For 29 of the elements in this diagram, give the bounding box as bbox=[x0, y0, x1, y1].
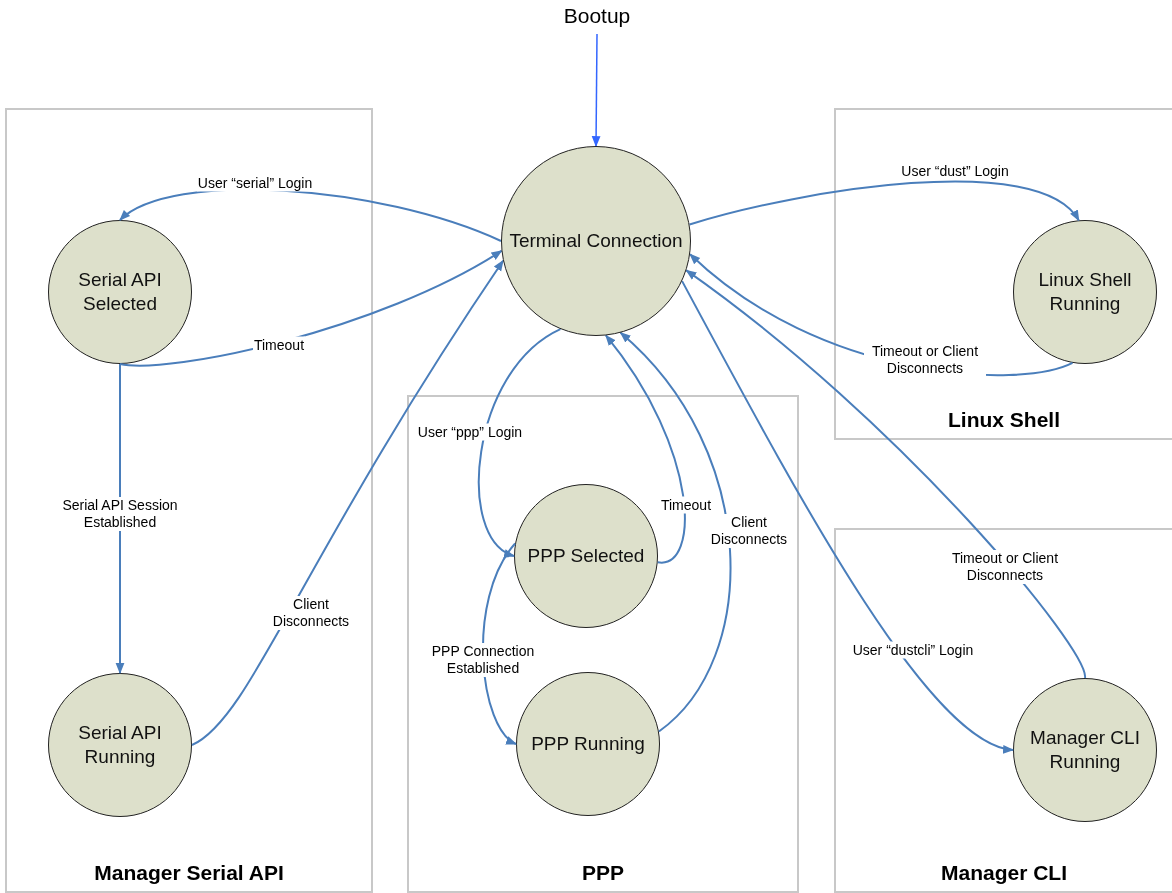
group-title: Manager CLI bbox=[940, 861, 1068, 885]
transition-arrow bbox=[619, 331, 731, 733]
state-label: Terminal Connection bbox=[509, 229, 683, 253]
transition-arrow bbox=[688, 180, 1080, 226]
edge-label: Timeout or Client Disconnects bbox=[864, 343, 986, 377]
group-title: PPP bbox=[581, 861, 625, 885]
state-label: PPP Selected bbox=[527, 544, 645, 568]
state-label: Serial API Selected bbox=[77, 268, 163, 316]
start-label: Bootup bbox=[547, 4, 647, 34]
edge-label: User “ppp” Login bbox=[416, 423, 524, 441]
edge-label: User “dust” Login bbox=[900, 162, 1010, 180]
transition-arrow bbox=[191, 259, 505, 746]
transition-arrow bbox=[119, 249, 503, 367]
transition-arrow bbox=[115, 363, 125, 675]
state-label: PPP Running bbox=[531, 732, 645, 756]
state-label: Linux Shell Running bbox=[1037, 268, 1133, 316]
transition-arrow bbox=[477, 328, 562, 557]
edge-label: User “serial” Login bbox=[196, 174, 314, 192]
edge-label: Client Disconnects bbox=[708, 514, 790, 548]
group-title: Linux Shell bbox=[947, 408, 1061, 432]
group-title: Manager Serial API bbox=[93, 861, 285, 885]
state-label: Manager CLI Running bbox=[1029, 726, 1141, 774]
state-label: Serial API Running bbox=[77, 721, 163, 769]
transition-arrow bbox=[591, 33, 601, 148]
transition-arrow bbox=[604, 334, 686, 564]
edge-label: Timeout bbox=[659, 496, 713, 514]
transition-arrow bbox=[685, 269, 1086, 679]
edge-label: User “dustcli” Login bbox=[851, 641, 975, 659]
transition-arrow bbox=[681, 280, 1015, 752]
